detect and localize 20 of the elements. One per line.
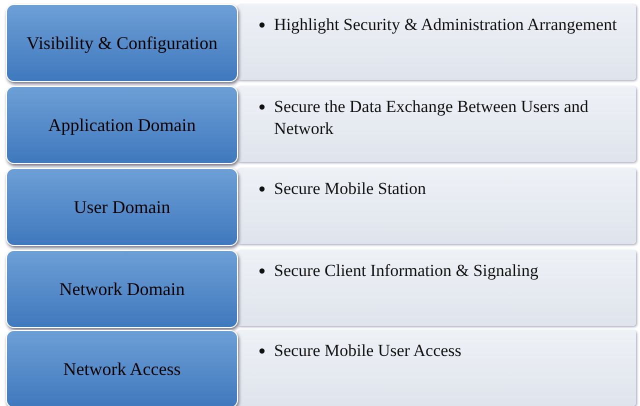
bullet-text: Secure Client Information & Signaling bbox=[274, 260, 538, 282]
bullet-text: Secure the Data Exchange Between Users and Network bbox=[274, 96, 590, 140]
category-box bbox=[6, 4, 238, 82]
bullet-text: Highlight Security & Administration Arrangement bbox=[274, 14, 617, 36]
bullet-text: Secure Mobile User Access bbox=[274, 340, 462, 362]
category-box bbox=[6, 250, 238, 328]
category-label: User Domain bbox=[72, 196, 172, 218]
category-label: Application Domain bbox=[47, 114, 197, 136]
category-box bbox=[6, 168, 238, 246]
category-label: Network Domain bbox=[58, 278, 186, 300]
category-box bbox=[6, 86, 238, 164]
description-panel bbox=[237, 330, 636, 406]
category-label: Network Access bbox=[62, 358, 182, 380]
description-panel bbox=[237, 168, 636, 244]
bullet-text: Secure Mobile Station bbox=[274, 178, 426, 200]
description-panel bbox=[237, 250, 636, 326]
description-panel bbox=[237, 86, 636, 162]
category-label: Visibility & Configuration bbox=[26, 32, 218, 54]
description-panel bbox=[237, 4, 636, 80]
category-box bbox=[6, 330, 238, 406]
